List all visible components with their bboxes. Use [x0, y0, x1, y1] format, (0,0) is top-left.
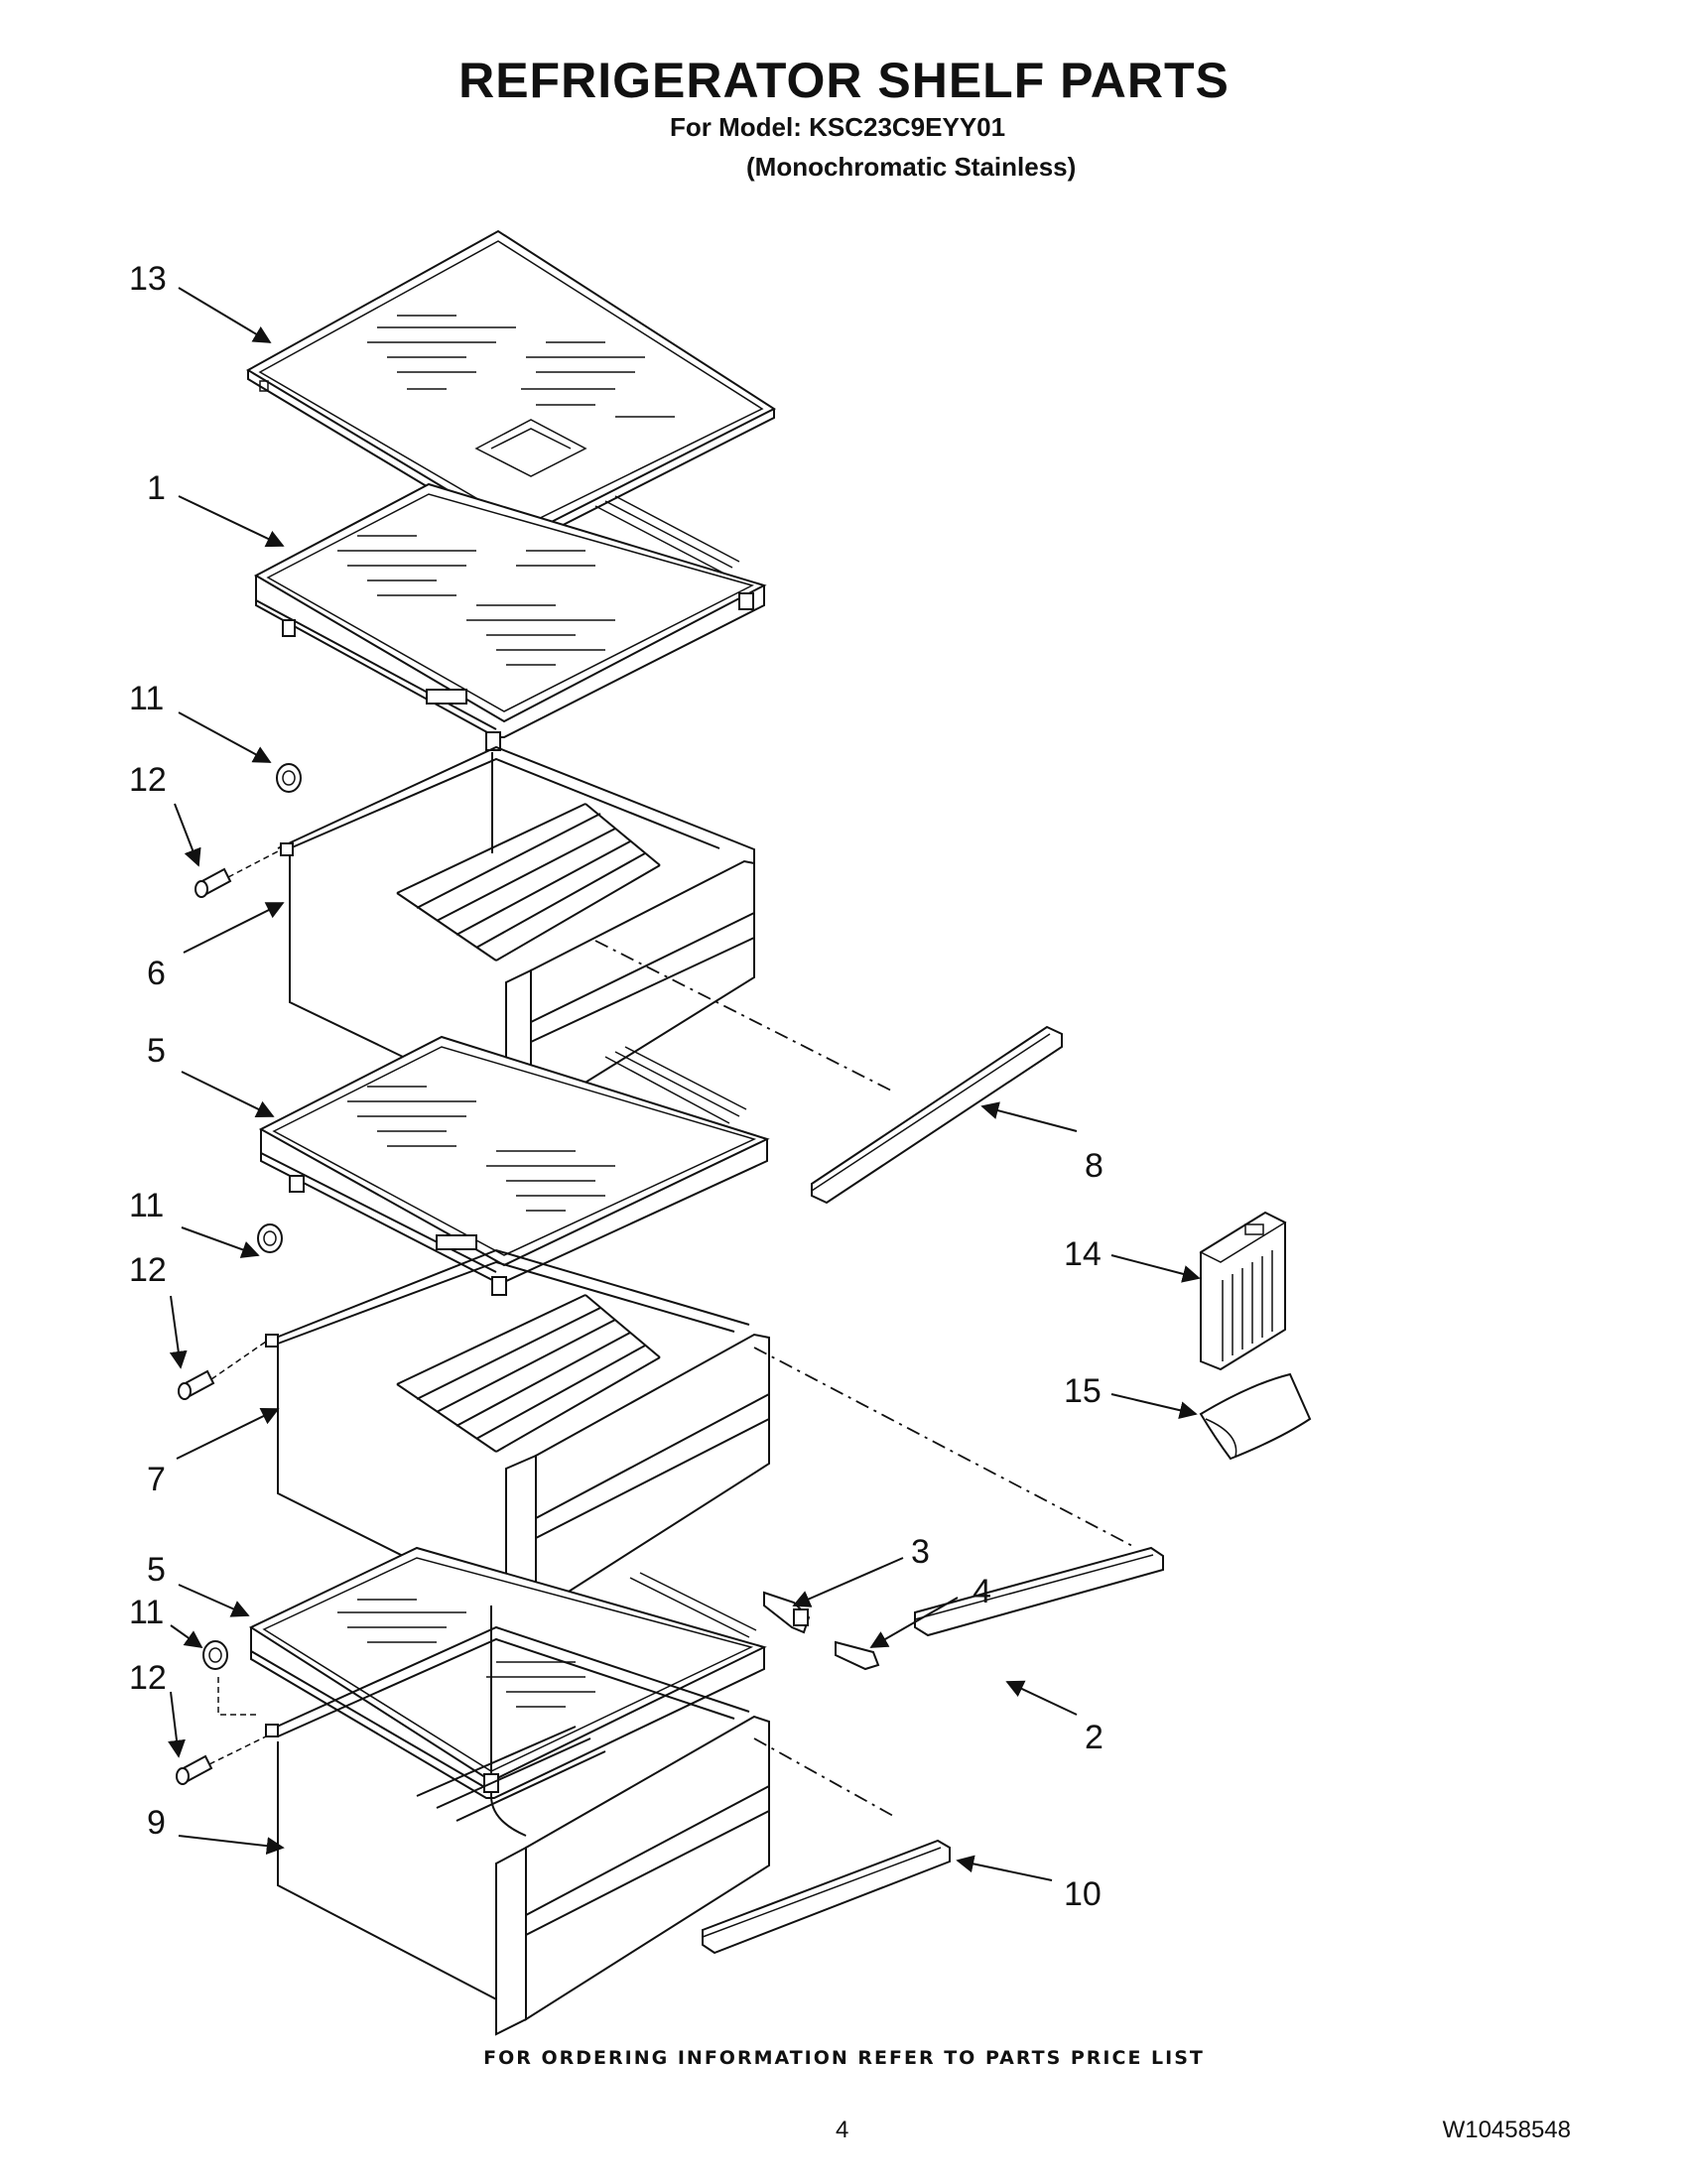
variant-line: (Monochromatic Stainless) [746, 152, 1077, 182]
part-5-shelf-lower [248, 1546, 767, 1837]
part-14-vent [1199, 1211, 1287, 1371]
part-12-pin-upper [195, 867, 232, 898]
callout-12: 12 [129, 1659, 167, 1697]
callout-12: 12 [129, 761, 167, 799]
callout-14: 14 [1064, 1235, 1102, 1273]
part-11-bumper-lower [202, 1640, 228, 1670]
part-11-bumper-middle [257, 1223, 283, 1253]
callout-13: 13 [129, 260, 167, 298]
ordering-note: FOR ORDERING INFORMATION REFER TO PARTS … [483, 2047, 1205, 2069]
callout-11: 11 [129, 680, 164, 717]
callout-1: 1 [147, 469, 166, 507]
callout-11: 11 [129, 1594, 164, 1631]
part-3-bracket [763, 1591, 811, 1634]
callout-4: 4 [973, 1573, 991, 1610]
part-15-cover [1199, 1372, 1312, 1461]
part-4-bracket [835, 1640, 880, 1671]
page-number: 4 [836, 2117, 849, 2143]
callout-10: 10 [1064, 1875, 1102, 1913]
page-title: REFRIGERATOR SHELF PARTS [458, 53, 1230, 108]
callout-3: 3 [911, 1533, 930, 1571]
document-number: W10458548 [1442, 2117, 1571, 2143]
callout-15: 15 [1064, 1372, 1102, 1410]
callout-5: 5 [147, 1551, 166, 1589]
model-line: For Model: KSC23C9EYY01 [670, 112, 1006, 142]
callout-2: 2 [1085, 1719, 1104, 1756]
part-7-crisper-drawer [265, 1248, 770, 1629]
part-13-shelf [246, 229, 777, 547]
part-12-pin-lower [176, 1754, 213, 1785]
callout-5: 5 [147, 1032, 166, 1070]
callout-9: 9 [147, 1804, 166, 1842]
part-5-shelf-middle [258, 1035, 770, 1296]
part-9-pantry-drawer [265, 1625, 770, 2036]
part-2-rail [914, 1546, 1164, 1637]
callout-labels: 13 1 11 12 6 5 8 11 12 14 15 7 3 4 5 11 … [129, 260, 1104, 1913]
part-10-rail [702, 1839, 951, 1955]
part-1-shelf [253, 482, 767, 751]
part-8-rail [811, 1025, 1063, 1205]
callout-12: 12 [129, 1251, 167, 1289]
part-12-pin-middle [178, 1369, 215, 1400]
part-11-bumper-upper [276, 763, 302, 793]
callout-11: 11 [129, 1187, 164, 1224]
callout-7: 7 [147, 1461, 166, 1498]
callout-8: 8 [1085, 1147, 1104, 1185]
callout-6: 6 [147, 955, 166, 992]
